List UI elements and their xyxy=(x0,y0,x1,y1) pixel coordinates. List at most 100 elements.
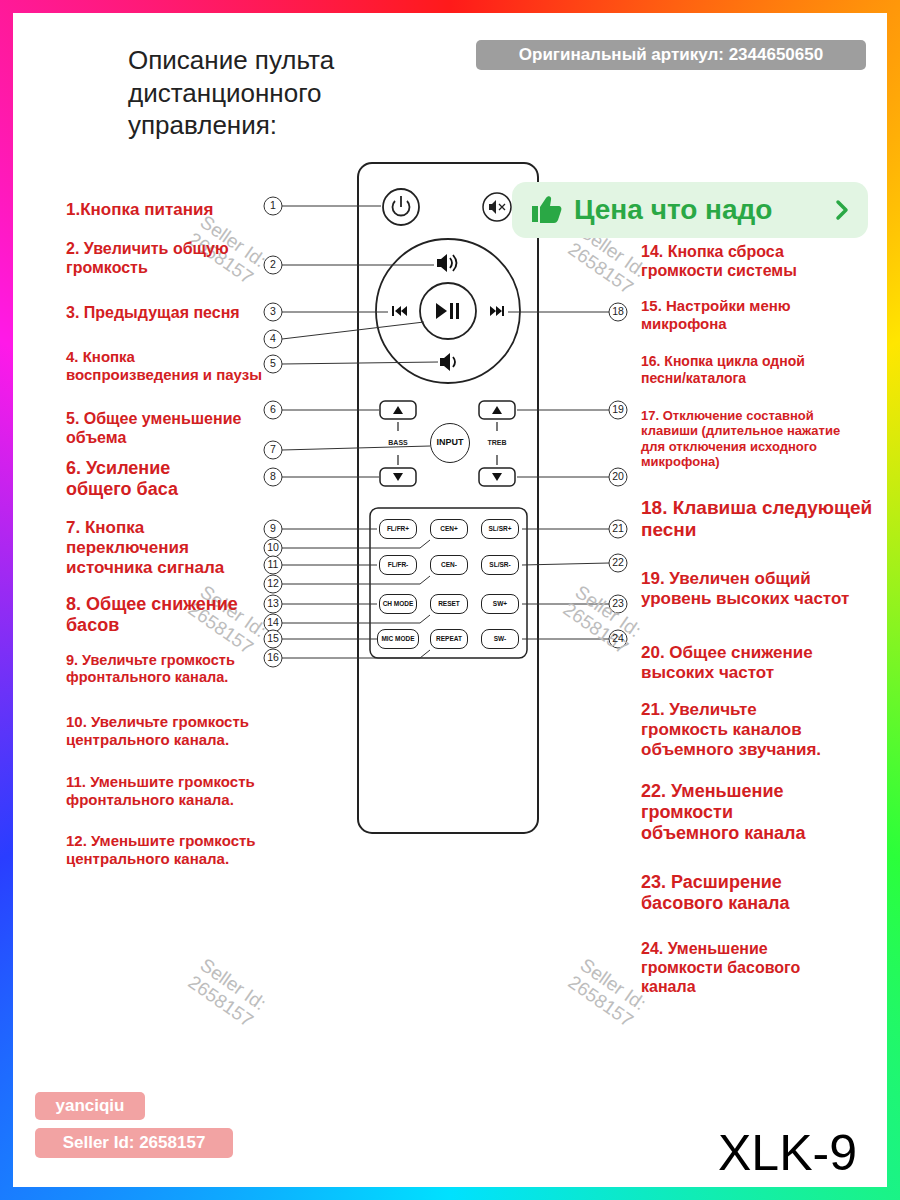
tone-ticks xyxy=(398,422,497,465)
leader-line xyxy=(522,563,609,565)
callout-number: 10 xyxy=(267,542,279,554)
price-button: Цена что надо xyxy=(512,182,868,238)
button-description: 8. Общее снижение басов xyxy=(66,594,266,636)
volume-up-icon xyxy=(437,254,457,272)
callout-circle xyxy=(264,401,282,419)
callout-circle xyxy=(609,303,627,321)
callout-number: 22 xyxy=(612,557,624,569)
button-description: 3. Предыдущая песня xyxy=(66,304,296,323)
callout-number: 8 xyxy=(270,471,276,483)
callout-number: 23 xyxy=(612,598,624,610)
callout-number: 3 xyxy=(270,306,276,318)
leader-line xyxy=(282,410,379,411)
callout-circle xyxy=(609,401,627,419)
remote-body xyxy=(358,163,538,833)
callout-number: 13 xyxy=(267,598,279,610)
button-description: 14. Кнопка сброса громкости системы xyxy=(641,243,819,281)
callout-circle xyxy=(264,649,282,667)
volume-down-icon xyxy=(453,357,455,367)
tone-arrows xyxy=(393,406,502,481)
node-text: RESET xyxy=(438,600,460,607)
callout-number: 6 xyxy=(270,404,276,416)
channel-button: SL/SR+ xyxy=(481,519,519,539)
button-description: 24. Уменьшение громкости басового канала xyxy=(641,940,823,997)
leader-line xyxy=(282,529,377,530)
node-text: SL/SR- xyxy=(489,561,510,568)
previous-icon xyxy=(395,306,407,316)
mute-button xyxy=(483,193,511,221)
leader-line xyxy=(282,615,430,623)
volume-down-icon xyxy=(440,353,450,371)
callout-circle xyxy=(609,520,627,538)
button-description: 6. Усиление общего баса xyxy=(66,458,206,500)
button-description: 17. Отключение составной клавиши (длител… xyxy=(641,408,853,469)
leader-line xyxy=(282,206,381,207)
button-description: 10. Увеличьте громкость центрального кан… xyxy=(66,713,276,748)
leader-line xyxy=(282,650,430,658)
node-text: SW+ xyxy=(493,600,507,607)
leader-line xyxy=(282,576,430,584)
chevron-icon xyxy=(838,202,846,218)
leader-line xyxy=(282,565,377,566)
button-description: 19. Увеличен общий уровень высоких часто… xyxy=(641,569,877,609)
power-button xyxy=(400,196,402,207)
callout-circle xyxy=(264,197,282,215)
channel-button: FL/FR- xyxy=(379,555,417,575)
button-label: BASS xyxy=(388,439,407,447)
node-text: CEN- xyxy=(441,561,457,568)
model-code: XLK-9 xyxy=(718,1128,857,1178)
callout-number: 20 xyxy=(612,471,624,483)
callout-number: 14 xyxy=(267,617,279,629)
volume-up-icon xyxy=(450,255,457,271)
callout-number: 11 xyxy=(268,559,279,571)
callout-number: 19 xyxy=(612,404,624,416)
button-description: 15. Настройки меню микрофона xyxy=(641,297,813,332)
mute-button xyxy=(499,204,505,210)
button-label: TREB xyxy=(487,439,506,447)
node-text: CH MODE xyxy=(383,600,414,607)
leader-line xyxy=(282,362,438,364)
channel-button: SL/SR- xyxy=(481,555,519,575)
callout-circle xyxy=(264,468,282,486)
channel-button-panel xyxy=(370,508,527,658)
leader-line xyxy=(282,446,430,450)
callout-number: 16 xyxy=(267,652,279,664)
channel-button: REPEAT xyxy=(430,629,468,649)
remote-body xyxy=(358,163,538,833)
node-text: FL/FR+ xyxy=(387,525,409,532)
channel-button: SW+ xyxy=(481,594,519,614)
button-description: 22. Уменьшение громкости объемного канал… xyxy=(641,781,833,845)
node-text: Seller Id: 2658157 xyxy=(63,1134,206,1153)
callout-circle xyxy=(264,520,282,538)
button-description: 4. Кнопка воспроизведения и паузы xyxy=(66,348,266,383)
volume-up-icon xyxy=(437,254,447,272)
channel-button: CH MODE xyxy=(379,594,418,614)
node-text: SW- xyxy=(494,635,507,642)
button-description: 11. Уменьшите громкость фронтального кан… xyxy=(66,773,276,808)
callout-number: 12 xyxy=(267,578,279,590)
button-description: 20. Общее снижение высоких частот xyxy=(641,643,833,683)
leader-line xyxy=(282,540,430,548)
play-pause-icon xyxy=(456,303,459,319)
callout-number: 4 xyxy=(270,333,276,345)
callout-circle xyxy=(264,595,282,613)
button-description: 18. Клавиша следующей песни xyxy=(641,497,881,542)
button-description: 16. Кнопка цикла одной песни/каталога xyxy=(641,353,829,386)
input-button: INPUT xyxy=(430,423,470,463)
next-icon xyxy=(490,306,502,316)
callout-number: 7 xyxy=(270,444,276,456)
callout-circle xyxy=(264,303,282,321)
next-icon xyxy=(490,306,504,316)
button-description: 1.Кнопка питания xyxy=(66,200,296,220)
node-text: FL/FR- xyxy=(388,561,409,568)
power-button xyxy=(383,189,419,225)
channel-button: RESET xyxy=(430,594,468,614)
watermark: Seller Id: 2658157 xyxy=(184,955,294,1049)
leader-line xyxy=(282,322,424,339)
mute-button xyxy=(483,193,511,221)
play-pause-icon xyxy=(436,303,459,319)
channel-button: SW- xyxy=(481,629,519,649)
leader-line xyxy=(517,477,609,478)
channel-button: CEN+ xyxy=(430,519,468,539)
